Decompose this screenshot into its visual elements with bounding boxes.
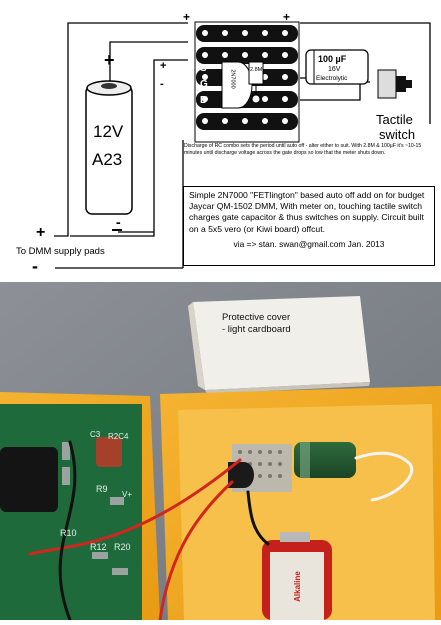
pin-g: G — [200, 79, 208, 90]
meter-case-half — [160, 386, 441, 620]
pcb-label-r20: R20 — [114, 542, 131, 552]
circuit-diagram: + 12V A23 - + + + - To DMM supply pads -… — [0, 0, 441, 282]
minus-mark-board: - — [160, 78, 164, 90]
dmm-label: To DMM supply pads — [16, 246, 105, 257]
cardboard-cover — [188, 296, 370, 394]
resistor-label: 2.8M — [250, 67, 263, 73]
battery-minus-mark: - — [116, 214, 121, 230]
tactile-switch-drawing — [377, 69, 412, 99]
transistor-label: 2N7000 — [229, 69, 236, 89]
battery-voltage-label: 12V — [93, 122, 124, 141]
capacitor-voltage: 16V — [328, 66, 341, 73]
dmm-minus-mark: - — [32, 256, 38, 276]
veroboard — [194, 21, 300, 143]
cover-label: Protective cover - light cardboard — [222, 312, 291, 336]
dmm-plus-mark: + — [36, 224, 46, 241]
pin-s: S — [200, 63, 207, 74]
plus-mark-top-right: + — [283, 10, 291, 24]
pcb-label-vplus: V+ — [122, 490, 133, 499]
assembly-photo: Protective cover - light cardboard C3 R2… — [0, 282, 441, 622]
plus-mark-board: + — [160, 60, 167, 72]
switch-label-1: Tactile — [376, 112, 413, 127]
description-box: Simple 2N7000 "FETlington" based auto of… — [183, 186, 435, 266]
photo-illustration — [0, 282, 441, 622]
via-line: via => stan. swan@gmail.com Jan. 2013 — [233, 238, 385, 249]
capacitor-value: 100 µF — [318, 54, 347, 64]
pcb-label-c3: C3 — [90, 430, 101, 439]
battery-drawing — [85, 80, 133, 215]
circuit-wiring — [54, 21, 431, 269]
discharge-note: Discharge of RC combo sets the period un… — [184, 143, 422, 156]
meter-pcb-half — [0, 392, 160, 620]
plus-mark-top: + — [183, 10, 191, 24]
capacitor-drawing — [305, 49, 369, 85]
battery-model-label: A23 — [92, 150, 123, 169]
pcb-label-r2c4: R2C4 — [108, 432, 129, 441]
switch-label-2: switch — [379, 127, 416, 142]
battery-plus-mark: + — [104, 50, 115, 70]
description-text: Simple 2N7000 "FETlington" based auto of… — [189, 190, 425, 234]
pcb-label-r9: R9 — [96, 484, 108, 494]
pcb-label-r12: R12 — [90, 542, 107, 552]
battery-brand-text: Alkaline — [292, 571, 302, 602]
pin-d: D — [200, 95, 208, 106]
pcb-label-r10: R10 — [60, 528, 77, 538]
capacitor-type: Electrolytic — [316, 75, 348, 82]
